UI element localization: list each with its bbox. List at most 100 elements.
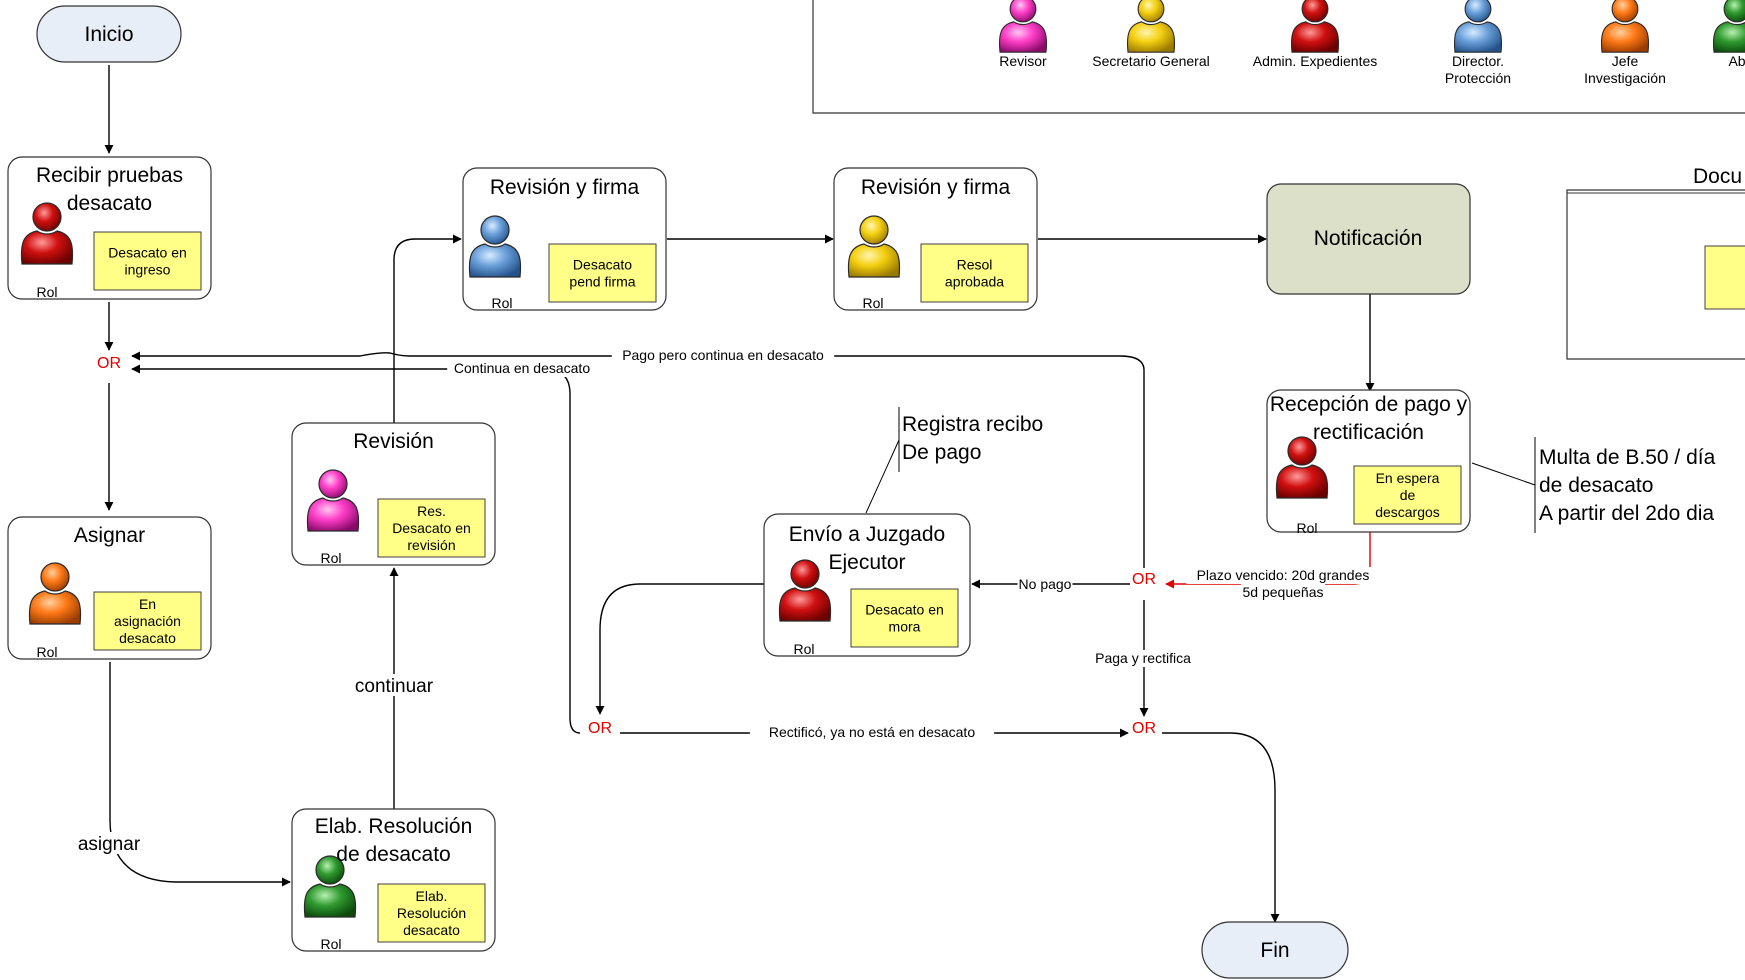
step-firma1-role-icon (468, 215, 522, 278)
legend-role-icon-5-body (1600, 21, 1650, 53)
step-notificacion[interactable] (1266, 183, 1471, 295)
edge-label-plazo-line-1-bg (1186, 567, 1380, 584)
step-recepcion-doc-text-line-2: de (1400, 487, 1416, 503)
step-elab-doc-text-line-1: Elab. (416, 888, 448, 904)
step-asignar-doc-text-line-2: asignación (114, 613, 181, 629)
step-juzgado-doc-text-line-1: Desacato en (865, 602, 944, 618)
step-juzgado-doc (850, 588, 959, 648)
edge-continua-down (569, 394, 581, 734)
legend-role-label-1-line-1: Revisor (999, 53, 1047, 69)
legend-role-label-3-line-1: Admin. Expedientes (1253, 53, 1378, 69)
step-asignar-doc-text-line-1: En (139, 596, 156, 612)
step-asignar-doc (93, 591, 202, 651)
start-label: Inicio (84, 23, 133, 46)
legend-role-label-4-line-2: Protección (1445, 70, 1511, 86)
step-asignar-title-line-1: Asignar (74, 524, 145, 547)
step-firma1-title-line-1: Revisión y firma (490, 176, 640, 199)
step-recibir-role-label: Rol (36, 284, 57, 300)
documents-panel-doc (1704, 245, 1745, 310)
step-firma1-role-icon-body (468, 243, 522, 278)
step-elab-role-label: Rol (320, 936, 341, 952)
edge-or-fin (1162, 732, 1280, 923)
edge-label-plazo-line-2: 5d pequeñas (1243, 584, 1324, 600)
edge-label-paga-rectifica-bg (1082, 650, 1204, 667)
or-gateway-4: OR (1132, 720, 1156, 737)
step-recepcion-doc (1353, 465, 1462, 525)
step-recibir-doc (93, 231, 202, 291)
note-registra-recibo-line-1: Registra recibo (902, 413, 1043, 436)
edge-juzgado-or (595, 583, 764, 715)
step-firma2-role-icon-head (859, 215, 889, 245)
step-recibir-role-icon-body (20, 230, 74, 265)
step-revision-doc-text-line-3: revisión (407, 537, 455, 553)
step-elab-title-line-2: de desacato (336, 843, 450, 866)
step-firma2-role-icon (847, 215, 901, 278)
step-recepcion-role-label: Rol (1296, 520, 1317, 536)
end-node[interactable] (1201, 921, 1349, 979)
legend-role-label-6-line-1: Ab (1728, 53, 1745, 69)
step-recepcion-doc-text-line-1: En espera (1376, 470, 1440, 486)
legend-panel (812, 0, 1745, 114)
step-recibir-title-line-1: Recibir pruebas (36, 164, 183, 187)
note-registra-recibo-line-2: De pago (902, 441, 981, 464)
step-revision-role-label: Rol (320, 550, 341, 566)
edge-label-continua: Continua en desacato (454, 360, 590, 376)
legend-role-icon-6 (1712, 0, 1745, 53)
legend-role-icon-3 (1290, 0, 1340, 53)
step-recibir-role-icon-head (32, 202, 62, 232)
step-firma2-role-label: Rol (862, 295, 883, 311)
legend-role-label-2-line-1: Secretario General (1092, 53, 1210, 69)
step-recibir-role-icon (20, 202, 74, 265)
note-multa-line-2: de desacato (1539, 474, 1653, 497)
edge-label-pago-continua: Pago pero continua en desacato (622, 347, 824, 363)
step-firma2-title-line-1: Revisión y firma (861, 176, 1011, 199)
step-recibir-title-line-2: desacato (67, 192, 152, 215)
step-recepcion-title-line-1: Recepción de pago y (1270, 393, 1468, 416)
edge-label-plazo-line-2-bg (1240, 584, 1326, 601)
step-revision-doc (377, 498, 486, 558)
edge-label-asignar-bg (72, 832, 146, 854)
legend-role-label-5-line-1: Jefe (1612, 53, 1639, 69)
step-juzgado-role-icon-body (778, 587, 832, 622)
step-recepcion-doc-text-line-3: descargos (1375, 504, 1440, 520)
legend-role-label-5-line-2: Investigación (1584, 70, 1666, 86)
step-recepcion-role-icon-body (1275, 464, 1329, 499)
step-elab-doc-text-line-3: desacato (403, 922, 460, 938)
step-revision-role-icon-head (318, 469, 348, 499)
step-elab-doc-text-line-2: Resolución (397, 905, 466, 921)
step-juzgado-role-icon (778, 559, 832, 622)
step-asignar-role-label: Rol (36, 644, 57, 660)
edge-label-paga-rectifica: Paga y rectifica (1095, 650, 1191, 666)
step-elab-doc (377, 883, 486, 943)
documents-panel-title: Docu (1693, 165, 1742, 188)
edge-label-pago-continua-bg (611, 347, 835, 364)
legend-role-icon-2 (1126, 0, 1176, 53)
or-gateway-2: OR (1132, 571, 1156, 588)
edge-revision-firma1 (393, 234, 462, 424)
step-juzgado-role-icon-head (790, 559, 820, 589)
step-revision-doc-text-line-1: Res. (417, 503, 446, 519)
note-multa-line-1: Multa de B.50 / día (1539, 446, 1716, 469)
legend-role-icon-4 (1453, 0, 1503, 53)
edge-label-plazo-line-1: Plazo vencido: 20d grandes (1197, 567, 1370, 583)
edge-label-continua-bg (447, 360, 597, 377)
edge-pago-continua (131, 351, 1145, 371)
legend-role-icon-6-body (1712, 21, 1745, 53)
step-juzgado-doc-text-line-2: mora (889, 619, 921, 635)
legend-role-icon-3-body (1290, 21, 1340, 53)
step-asignar-role-icon-head (40, 562, 70, 592)
end-label: Fin (1260, 939, 1289, 962)
note-recibo-leader (865, 439, 900, 514)
step-revision-title-line-1: Revisión (353, 430, 434, 453)
step-firma2-role-icon-body (847, 243, 901, 278)
step-firma1-role-icon-head (480, 215, 510, 245)
legend-role-icon-3-head (1301, 0, 1329, 23)
or-gateway-3: OR (588, 720, 612, 737)
legend-role-icon-1 (998, 0, 1048, 53)
step-recibir-doc-text-line-1: Desacato en (108, 245, 187, 261)
step-elab-role-icon-body (303, 883, 357, 918)
step-elab-role-icon (303, 855, 357, 918)
legend-role-icon-6-head (1723, 0, 1745, 23)
legend-role-icon-4-head (1464, 0, 1492, 23)
start-node[interactable] (36, 5, 182, 63)
